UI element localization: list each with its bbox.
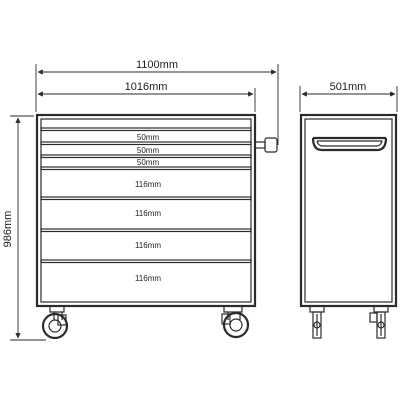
drawer-label: 50mm — [137, 133, 160, 142]
side-caster-left — [309, 305, 325, 339]
drawer-handle-bar — [40, 196, 252, 201]
drawer-handle-bar — [40, 154, 252, 159]
wheel-icon — [41, 312, 69, 340]
drawer-6: 116mm — [40, 228, 252, 250]
side-handle-icon — [264, 137, 278, 153]
height-label: 986mm — [2, 211, 14, 248]
drawer-3: 50mm — [40, 154, 252, 167]
drawer-handle-bar — [40, 141, 252, 146]
wheel-axle — [313, 321, 321, 329]
drawer-stack: 50mm 50mm 50mm 116mm 116mm 116mm — [40, 127, 252, 283]
body-width-label: 1016mm — [125, 81, 168, 93]
overall-width-dimension: 1100mm — [35, 59, 279, 145]
wheel-icon — [222, 311, 250, 339]
front-view: 50mm 50mm 50mm 116mm 116mm 116mm — [35, 113, 278, 340]
side-panel — [299, 113, 398, 308]
overall-width-label: 1100mm — [136, 59, 178, 71]
cabinet-body — [35, 113, 257, 308]
caster-right — [221, 306, 250, 339]
wheel-hub — [229, 318, 243, 332]
drawer-handle-bar — [40, 127, 252, 132]
drawer-handle-bar — [40, 259, 252, 264]
drawer-7: 116mm — [40, 259, 252, 283]
depth-label: 501mm — [330, 81, 367, 93]
body-width-dimension: 1016mm — [37, 81, 256, 112]
wheel-hub — [48, 319, 62, 333]
caster-left — [41, 306, 69, 340]
caster-bracket — [49, 306, 65, 313]
side-panel-inner — [304, 118, 393, 303]
caster-brake — [369, 312, 378, 323]
drawer-2: 50mm — [40, 141, 252, 155]
side-handle-grip — [316, 140, 383, 147]
caster-brake — [221, 313, 231, 325]
side-handle-icon — [311, 136, 388, 152]
drawer-label: 50mm — [137, 146, 160, 155]
drawer-label: 116mm — [135, 241, 161, 250]
caster-brake — [57, 314, 67, 326]
drawer-1: 50mm — [40, 127, 252, 142]
drawer-label: 50mm — [137, 158, 160, 167]
drawer-label: 116mm — [135, 274, 161, 283]
wheel-axle — [377, 321, 385, 329]
caster-fork — [312, 311, 322, 339]
depth-dimension: 501mm — [299, 81, 398, 112]
drawer-label: 116mm — [135, 209, 161, 218]
side-handle-mount — [254, 141, 266, 149]
side-view — [299, 113, 398, 339]
drawer-5: 116mm — [40, 196, 252, 218]
height-dimension: 986mm — [2, 115, 46, 341]
drawer-label: 116mm — [135, 180, 161, 189]
cabinet-inner-frame — [40, 118, 252, 303]
side-caster-right — [369, 305, 389, 339]
caster-fork — [376, 311, 386, 339]
drawer-handle-bar — [40, 166, 252, 171]
drawer-4: 116mm — [40, 166, 252, 189]
drawer-handle-bar — [40, 228, 252, 233]
caster-bracket — [223, 306, 243, 313]
